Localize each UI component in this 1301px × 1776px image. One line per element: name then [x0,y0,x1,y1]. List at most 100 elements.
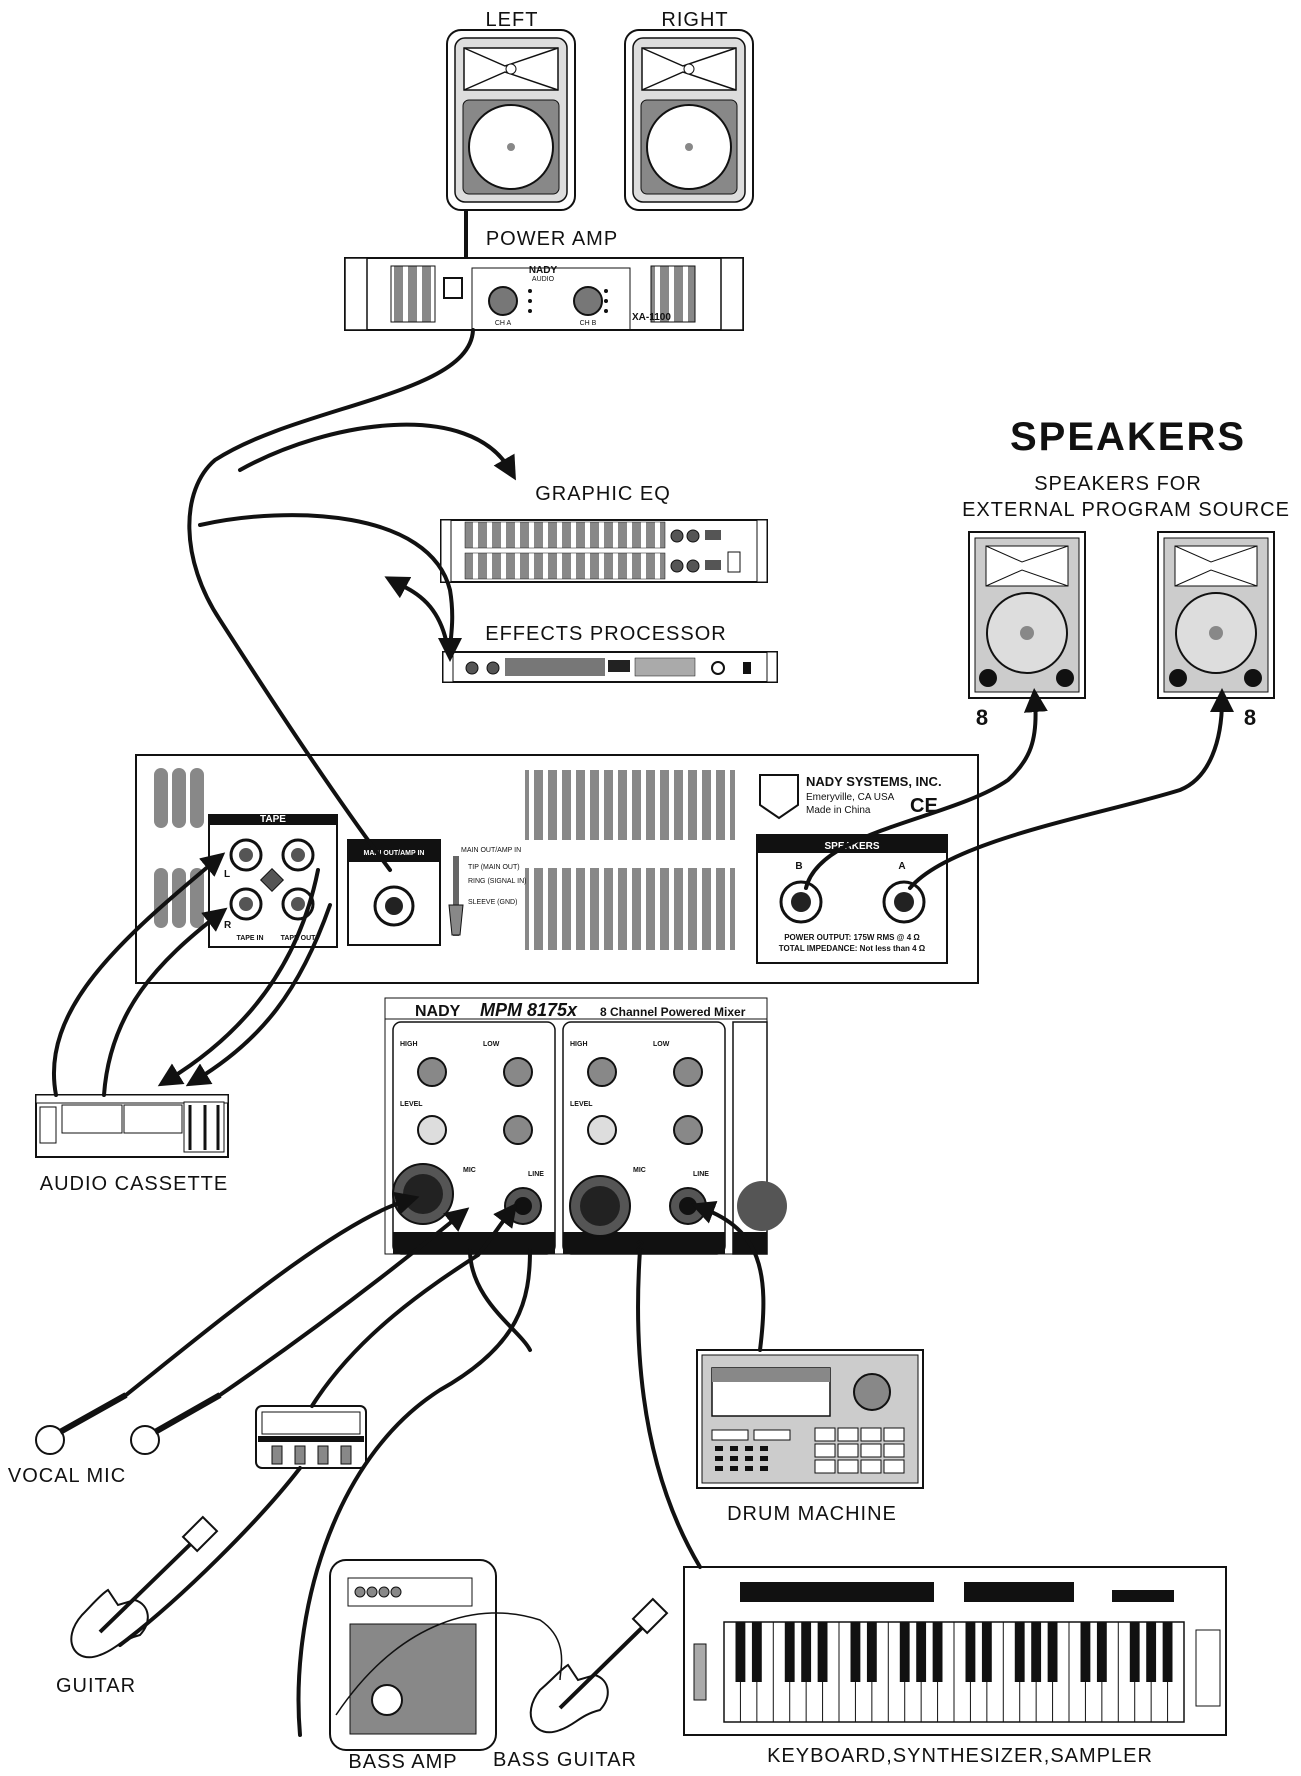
ch1-level: LEVEL [400,1101,423,1108]
tape-title: TAPE [260,814,286,825]
left-speaker-label: LEFT [486,9,539,31]
black-key [981,1622,992,1682]
black-key [916,1622,927,1682]
amp-brand-sub: AUDIO [532,276,555,283]
right-main-speaker [624,29,754,211]
effects-processor [442,651,778,683]
speaker-a-cable [908,688,1234,890]
effects-processor-label: EFFECTS PROCESSOR [485,623,726,645]
company-name: NADY SYSTEMS, INC. [806,774,942,789]
drum-machine-cable [690,1201,766,1352]
bass-guitar-cable [335,1612,563,1716]
amp-ch-b: CH B [580,320,597,327]
mixer-model: MPM 8175x [480,1000,578,1020]
right-speaker-label: RIGHT [661,9,728,31]
line-in-cable [476,1202,518,1257]
ch2-number: 2 [636,1237,644,1253]
power-amp-label: POWER AMP [486,228,618,250]
ch2-low: LOW [653,1041,670,1048]
black-key [965,1622,976,1682]
speakers-sub-2: EXTERNAL PROGRAM SOURCE [962,499,1290,521]
bass-amp [329,1559,497,1751]
ch2-mic: MIC [633,1167,646,1174]
black-key [1047,1622,1058,1682]
ch2-level: LEVEL [570,1101,593,1108]
black-key [1146,1622,1157,1682]
drum-machine [696,1349,924,1489]
ohm-label-right: 8 [1244,705,1256,730]
black-key [751,1622,762,1682]
tape-out-l-cable [157,868,320,1087]
mixer-brand: NADY [415,1003,461,1020]
bass-amp-cable [296,1248,532,1737]
speaker-b-cable [804,688,1048,890]
keyboard-label: KEYBOARD,SYNTHESIZER,SAMPLER [767,1745,1153,1767]
pedal-out-cable [310,1253,480,1408]
audio-cassette [35,1094,229,1158]
total-impedance: TOTAL IMPEDANCE: Not less than 4 Ω [779,944,926,953]
black-key [1080,1622,1091,1682]
mixer-subtitle: 8 Channel Powered Mixer [600,1005,746,1019]
black-key [899,1622,910,1682]
black-key [735,1622,746,1682]
power-output: POWER OUTPUT: 175W RMS @ 4 Ω [784,933,920,942]
eq-to-effects-cable [198,513,463,662]
speakers-sub-1: SPEAKERS FOR [1034,473,1202,495]
speakers-section-title: SPEAKERS [824,841,879,852]
effects-return-cable [384,576,450,652]
ch1-low: LOW [483,1041,500,1048]
tape-in-label: TAPE IN [236,935,263,942]
black-key [1014,1622,1025,1682]
vocal-mic-label: VOCAL MIC [8,1465,126,1487]
graphic-eq-label: GRAPHIC EQ [535,483,671,505]
jack-title: MAIN OUT/AMP IN [461,847,521,854]
cables [52,328,1234,1737]
left-main-speaker [446,29,576,211]
jack-ring: RING (SIGNAL IN) [468,878,526,885]
jack-sleeve: SLEEVE (GND) [468,899,517,906]
mic1-cable [124,1191,420,1397]
ch1-high: HIGH [400,1041,418,1048]
ch2-high: HIGH [570,1041,588,1048]
black-key [850,1622,861,1682]
amp-ch-a: CH A [495,320,512,327]
black-key [932,1622,943,1682]
company-origin: Made in China [806,805,871,816]
bass-guitar [529,1597,669,1734]
mic2-cable [218,1207,470,1397]
bass-guitar-label: BASS GUITAR [493,1749,637,1771]
guitar-pedal [255,1405,367,1469]
bass-amp-label: BASS AMP [348,1751,457,1773]
speaker-a: A [898,861,905,872]
mixer-rear-panel [135,754,979,984]
amp-input-cable [187,328,475,872]
speakers-heading: SPEAKERS [1010,415,1246,459]
black-key [1031,1622,1042,1682]
jack-tip: TIP (MAIN OUT) [468,864,520,871]
external-speaker-left [968,531,1086,699]
main-out-title: MAIN OUT/AMP IN [364,850,425,857]
guitar [70,1515,219,1659]
tape-out-r-cable [185,903,332,1087]
guitar-label: GUITAR [56,1675,136,1697]
black-key [801,1622,812,1682]
company-city: Emeryville, CA USA [806,792,895,803]
ch1-out-cable [468,1248,532,1352]
audio-cassette-label: AUDIO CASSETTE [40,1173,228,1195]
keyboard-cable [636,1248,702,1569]
graphic-eq [440,519,768,583]
mixer-front-panel [384,997,787,1255]
amp-brand: NADY [529,265,558,276]
vocal-mics [35,1392,222,1455]
speaker-b: B [795,861,802,872]
black-key [1096,1622,1107,1682]
eq-send-cable [238,422,516,481]
ch2-line: LINE [693,1171,709,1178]
black-key [1162,1622,1173,1682]
black-key [817,1622,828,1682]
black-key [866,1622,877,1682]
ch1-mic: MIC [463,1167,476,1174]
tape-in-l-cable [52,852,226,1097]
amp-model: XA-1100 [632,312,671,323]
